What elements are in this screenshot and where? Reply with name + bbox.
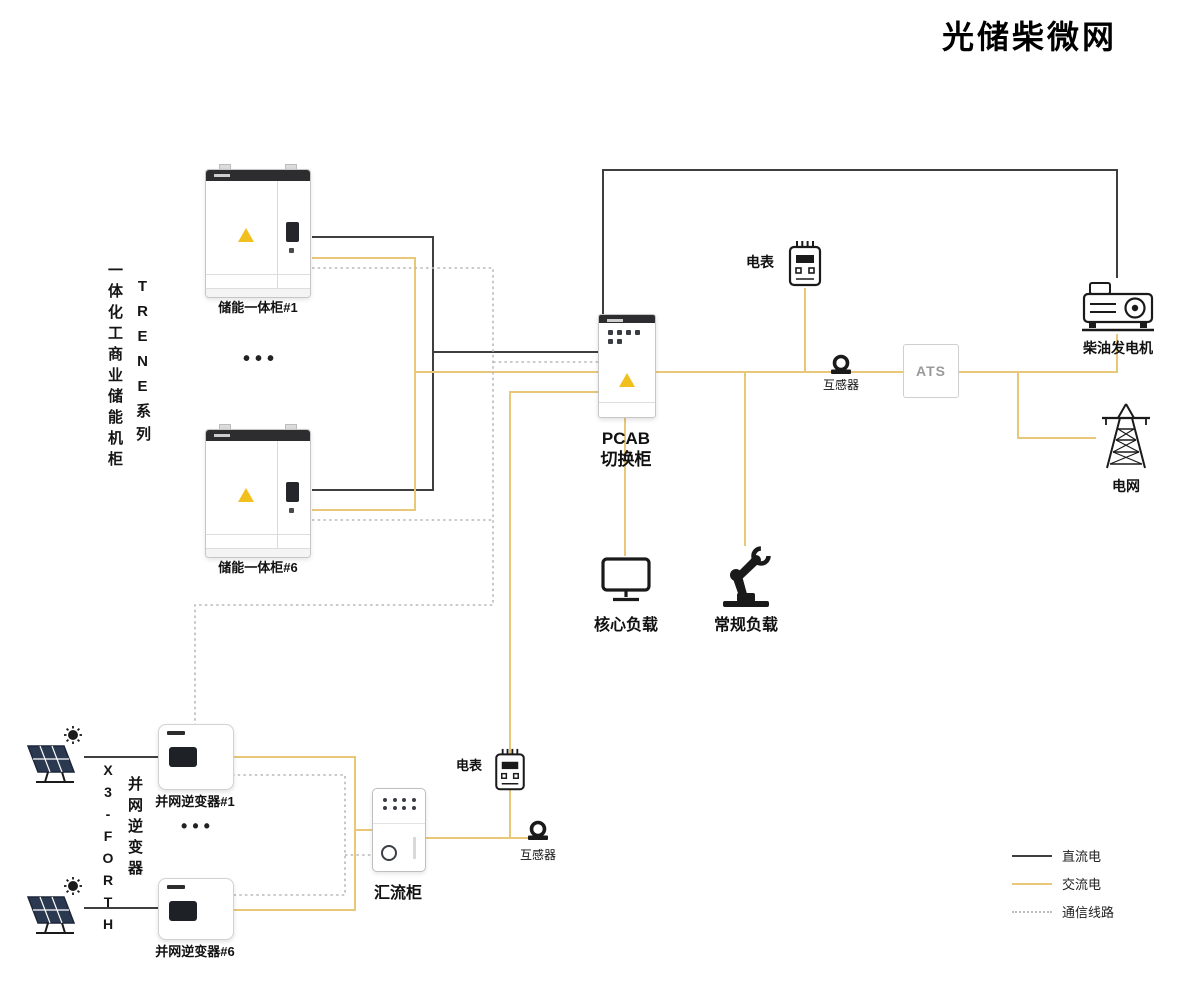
page-title: 光储柴微网 [942, 19, 1118, 55]
indicator-dot [626, 330, 631, 335]
legend-ac-label: 交流电 [1062, 877, 1102, 892]
warning-triangle-icon [238, 488, 254, 502]
combiner-dial [381, 845, 397, 861]
legend-comm-swatch [1012, 910, 1052, 913]
combiner-seam [373, 823, 425, 824]
current-transformer-icon [831, 354, 851, 374]
pv-series-name-vertical: X3-FORTH [100, 762, 116, 938]
cabinet-base [206, 548, 310, 557]
legend-dc-swatch [1012, 854, 1052, 857]
inverter-6-icon [158, 878, 234, 940]
storage-ellipsis: ••• [242, 348, 279, 370]
warning-triangle-icon [619, 373, 635, 387]
ats-box: ATS [903, 344, 959, 398]
normal-load-label: 常规负载 [713, 617, 778, 634]
ats-label: ATS [916, 363, 946, 379]
meter-top-label: 电表 [746, 254, 774, 270]
dc-lines [84, 169, 1118, 909]
storage-series-description-vertical: 一体化工商业储能机柜 [106, 262, 123, 472]
legend-comm-label: 通信线路 [1062, 905, 1115, 920]
storage-cabinet-6-icon [205, 424, 311, 558]
pcab-seam [599, 402, 655, 403]
indicator-dot [608, 330, 613, 335]
inverter-screen [169, 747, 197, 767]
cabinet-body [205, 429, 311, 558]
legend-dc-label: 直流电 [1062, 849, 1102, 864]
cabinet-lug [219, 164, 231, 171]
inverter-logo [167, 731, 185, 735]
warning-triangle-icon [238, 228, 254, 242]
current-transformer-icon [528, 820, 548, 840]
cabinet-button [289, 248, 294, 253]
generator-label: 柴油发电机 [1083, 340, 1153, 356]
indicator-dot [635, 330, 640, 335]
energy-meter-icon [788, 241, 822, 287]
ct-top-label: 互感器 [822, 378, 859, 392]
cabinet-display [286, 222, 299, 242]
power-grid-tower-icon [1102, 403, 1150, 469]
inverter-6-label: 并网逆变器#6 [155, 944, 235, 959]
legend-row-ac: 交流电 [1012, 874, 1114, 893]
cabinet-seam [206, 534, 310, 535]
ac-lines [232, 257, 1118, 911]
solar-panel-icon [26, 726, 82, 783]
cabinet-door-seam [276, 181, 278, 297]
legend-row-comm: 通信线路 [1012, 902, 1114, 921]
pcab-top-band [599, 315, 655, 323]
legend-ac-swatch [1012, 882, 1052, 885]
combiner-vents [383, 798, 417, 810]
core-load-label: 核心负载 [593, 617, 658, 634]
cabinet-top-band [206, 170, 310, 181]
indicator-dot [608, 339, 613, 344]
pcab-label-line2: 切换柜 [600, 450, 652, 470]
diesel-generator-icon [1082, 282, 1154, 332]
cabinet-body [205, 169, 311, 298]
storage-cabinet-1-label: 储能一体柜#1 [218, 300, 298, 315]
normal-load-robot-icon [723, 546, 771, 607]
energy-meter-icon [495, 748, 525, 791]
meter-bottom-label: 电表 [455, 758, 482, 773]
comm-lines [194, 267, 598, 896]
core-load-monitor-icon [601, 557, 651, 602]
inverter-logo [167, 885, 185, 889]
inverter-screen [169, 901, 197, 921]
storage-series-name-vertical: TRENE系列 [134, 278, 151, 449]
pcab-indicators [608, 330, 648, 344]
combiner-slot [413, 837, 416, 859]
storage-cabinet-6-label: 储能一体柜#6 [218, 560, 298, 575]
pcab-cabinet-icon [598, 314, 656, 418]
combiner-label: 汇流柜 [373, 885, 422, 902]
cabinet-door-seam [276, 441, 278, 557]
legend: 直流电 交流电 通信线路 [1012, 846, 1114, 921]
cabinet-button [289, 508, 294, 513]
storage-cabinet-1-icon [205, 164, 311, 298]
pcab-label-line1: PCAB [601, 429, 651, 448]
ct-bottom-label: 互感器 [519, 848, 556, 862]
combiner-cabinet-icon [372, 788, 426, 872]
cabinet-lug [285, 164, 297, 171]
legend-row-dc: 直流电 [1012, 846, 1114, 865]
cabinet-seam [206, 274, 310, 275]
inverter-1-label: 并网逆变器#1 [155, 794, 235, 809]
indicator-dot [617, 330, 622, 335]
cabinet-base [206, 288, 310, 297]
cabinet-display [286, 482, 299, 502]
solar-panel-icon [26, 877, 82, 934]
cabinet-lug [285, 424, 297, 431]
inverter-1-icon [158, 724, 234, 790]
grid-label: 电网 [1112, 478, 1140, 494]
cabinet-top-band [206, 430, 310, 441]
indicator-dot [617, 339, 622, 344]
pv-series-description-vertical: 并网逆变器 [126, 776, 143, 881]
pv-ellipsis: ••• [181, 816, 215, 836]
pcab-label: PCAB 切换柜 [576, 428, 676, 471]
cabinet-lug [219, 424, 231, 431]
